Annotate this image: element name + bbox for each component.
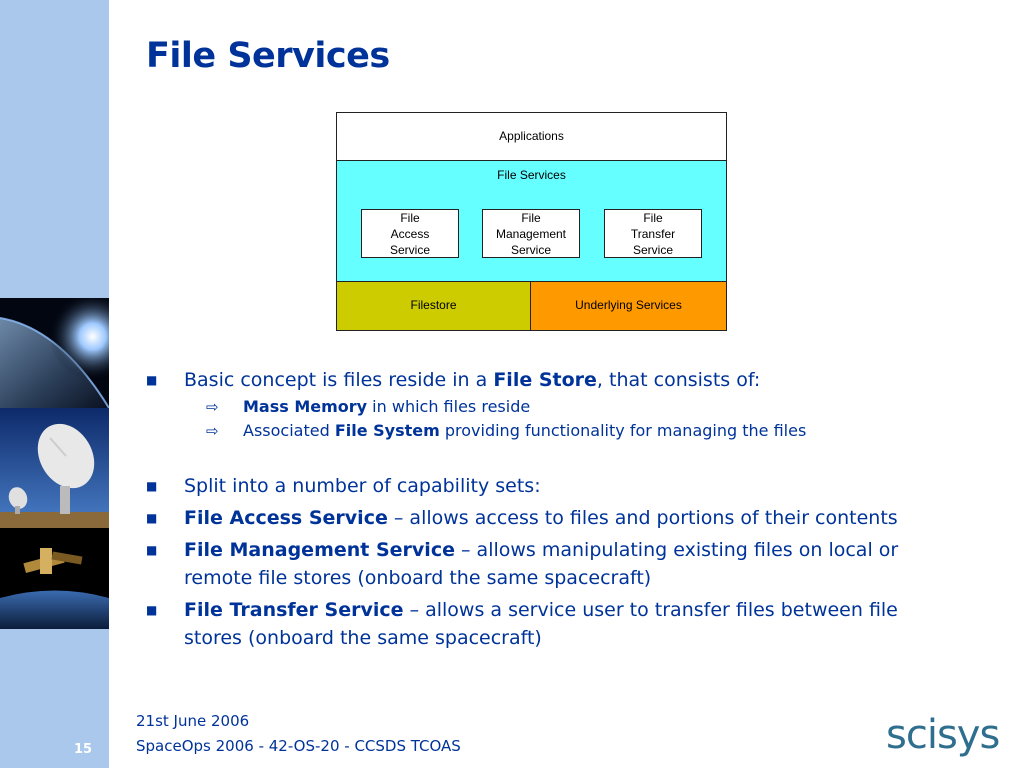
svc-line: File <box>643 211 663 225</box>
svc-line: Service <box>510 243 551 257</box>
satellite-dish-image <box>0 408 109 528</box>
arrow-bullet-icon: ⇨ <box>206 422 219 440</box>
square-bullet-icon: ■ <box>146 479 158 493</box>
applications-layer: Applications <box>337 113 726 161</box>
filestore-layer: Filestore <box>337 282 531 330</box>
square-bullet-icon: ■ <box>146 373 158 387</box>
svc-line: File <box>400 211 420 225</box>
footer-conference: SpaceOps 2006 - 42-OS-20 - CCSDS TCOAS <box>136 737 461 755</box>
underlying-services-layer: Underlying Services <box>531 282 726 330</box>
scisys-logo: scisys <box>886 712 1000 758</box>
file-services-label: File Services <box>497 168 566 182</box>
file-management-service-box: File Management Service <box>482 209 580 258</box>
square-bullet-icon: ■ <box>146 603 158 617</box>
square-bullet-icon: ■ <box>146 511 158 525</box>
svc-line: Transfer <box>630 227 676 241</box>
bullet-item: ■ Basic concept is files reside in a Fil… <box>146 366 946 394</box>
square-bullet-icon: ■ <box>146 543 158 557</box>
spacecraft-image <box>0 528 109 629</box>
sub-bullet-item: ⇨ Associated File System providing funct… <box>206 421 807 440</box>
bullet-item: ■ File Transfer Service – allows a servi… <box>146 596 946 652</box>
file-services-diagram: Applications File Services File Access S… <box>336 112 727 331</box>
file-transfer-service-box: File Transfer Service <box>604 209 702 258</box>
page-number: 15 <box>74 742 93 757</box>
file-access-service-box: File Access Service <box>361 209 459 258</box>
sub-bullet-item: ⇨ Mass Memory in which files reside <box>206 397 531 416</box>
bullet-item: ■ Split into a number of capability sets… <box>146 472 946 500</box>
bullet-item: ■ File Management Service – allows manip… <box>146 536 946 592</box>
svc-line: Service <box>389 243 430 257</box>
arrow-bullet-icon: ⇨ <box>206 398 219 416</box>
svc-line: Service <box>632 243 673 257</box>
file-services-layer: File Services File Access Service File M… <box>337 161 726 282</box>
svc-line: File <box>521 211 541 225</box>
footer-date: 21st June 2006 <box>136 712 250 730</box>
svc-line: Management <box>495 227 567 241</box>
bullet-item: ■ File Access Service – allows access to… <box>146 504 946 532</box>
svc-line: Access <box>390 227 430 241</box>
slide-title: File Services <box>146 36 390 76</box>
bullet-list: ■ Basic concept is files reside in a Fil… <box>146 366 946 652</box>
earth-horizon-image <box>0 298 109 408</box>
